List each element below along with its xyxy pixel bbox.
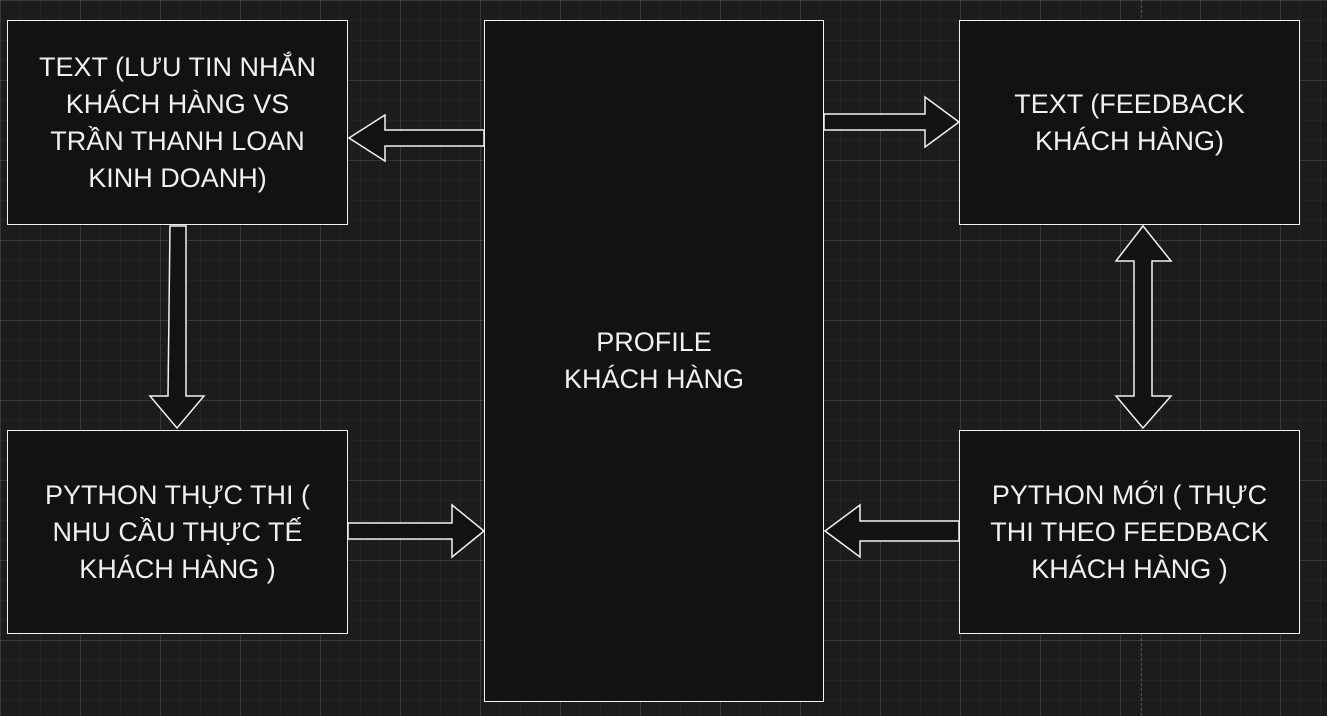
node-text-feedback-line: KHÁCH HÀNG)	[1034, 125, 1224, 156]
node-profile-line: KHÁCH HÀNG	[563, 364, 745, 394]
node-text-messages-label: TEXT (LƯU TIN NHẮN KHÁCH HÀNG VS TRẦN TH…	[39, 49, 316, 197]
node-python-new-label: PYTHON MỚI ( THỰC THI THEO FEEDBACK KHÁC…	[990, 477, 1269, 588]
node-python-new-line: KHÁCH HÀNG )	[1031, 553, 1228, 584]
node-python-new-line: THI THEO FEEDBACK	[990, 516, 1269, 547]
edge-arrow-python-new-to-profile[interactable]	[823, 503, 960, 559]
edge-arrow-profile-to-text-messages[interactable]	[347, 113, 485, 163]
node-text-messages-line: TRẦN THANH LOAN	[50, 125, 305, 156]
node-python-new-line: PYTHON MỚI ( THỰC	[991, 479, 1268, 510]
node-text-feedback-line: TEXT (FEEDBACK	[1014, 88, 1245, 119]
node-text-messages-line: KHÁCH HÀNG VS	[65, 88, 290, 119]
node-text-messages-line: TEXT (LƯU TIN NHẮN	[38, 51, 317, 82]
edge-arrow-profile-to-text-feedback[interactable]	[823, 95, 961, 149]
node-python-exec-line: KHÁCH HÀNG )	[79, 553, 276, 584]
node-profile[interactable]: PROFILE KHÁCH HÀNG	[484, 20, 824, 702]
edge-arrow-text-messages-to-python-exec[interactable]	[148, 225, 206, 430]
node-text-messages-line: KINH DOANH)	[88, 162, 267, 193]
node-text-feedback[interactable]: TEXT (FEEDBACK KHÁCH HÀNG)	[959, 20, 1300, 225]
node-text-feedback-label: TEXT (FEEDBACK KHÁCH HÀNG)	[1014, 86, 1245, 160]
node-profile-label: PROFILE KHÁCH HÀNG	[564, 324, 744, 398]
node-python-exec-label: PYTHON THỰC THI ( NHU CẦU THỰC TẾ KHÁCH …	[45, 477, 310, 588]
node-python-exec[interactable]: PYTHON THỰC THI ( NHU CẦU THỰC TẾ KHÁCH …	[7, 430, 348, 634]
node-python-exec-line: PYTHON THỰC THI (	[44, 479, 311, 510]
edge-arrow-python-exec-to-profile[interactable]	[347, 503, 486, 559]
edge-arrow-feedback-to-python-new[interactable]	[1114, 224, 1173, 430]
node-profile-line: PROFILE	[596, 327, 712, 357]
node-python-new[interactable]: PYTHON MỚI ( THỰC THI THEO FEEDBACK KHÁC…	[959, 430, 1300, 634]
node-python-exec-line: NHU CẦU THỰC TẾ	[52, 516, 303, 547]
node-text-messages[interactable]: TEXT (LƯU TIN NHẮN KHÁCH HÀNG VS TRẦN TH…	[7, 20, 348, 225]
